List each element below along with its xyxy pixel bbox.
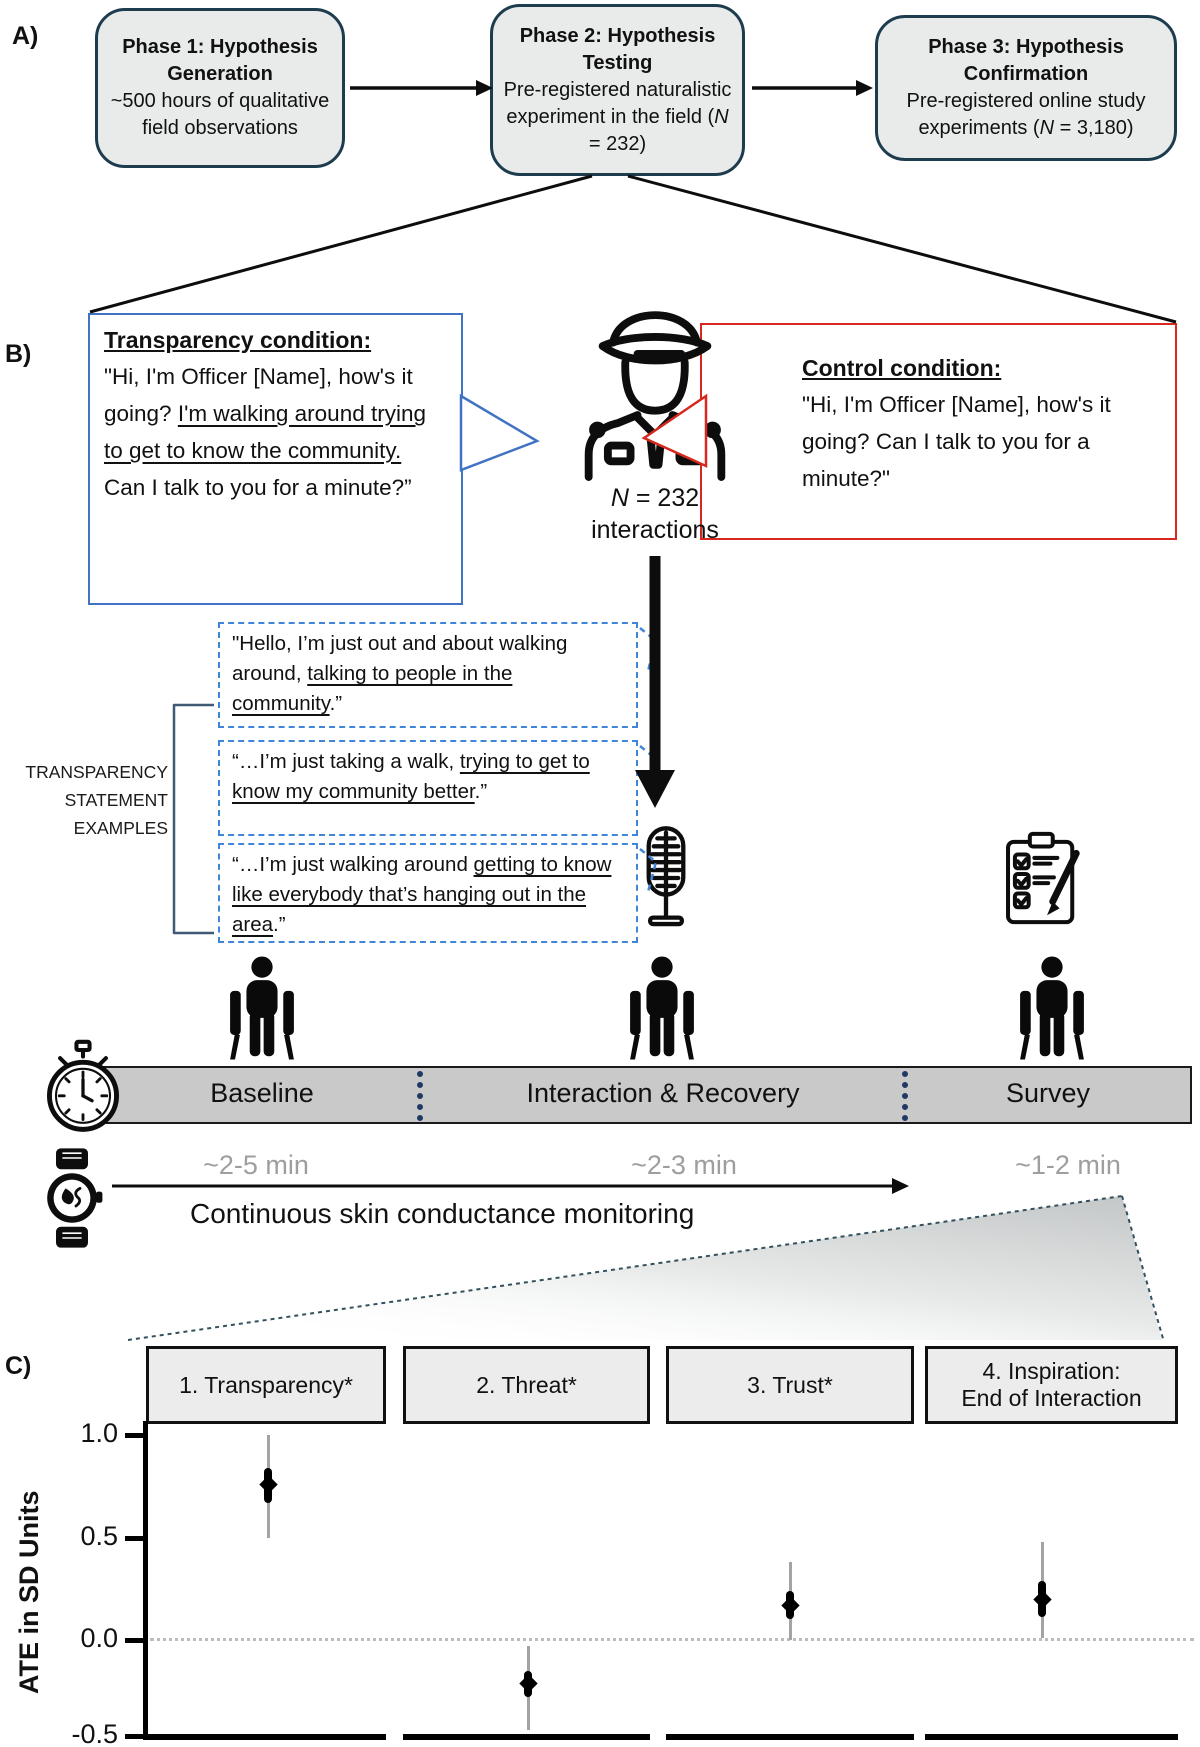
point-estimate — [258, 1474, 278, 1494]
panel-a-label: A) — [12, 22, 39, 50]
phase2-n: N — [714, 105, 729, 128]
facet-header-threat: 2. Threat* — [403, 1346, 650, 1424]
y-axis-tick — [125, 1535, 144, 1541]
facet-header-inspiration: 4. Inspiration: End of Interaction — [925, 1346, 1178, 1424]
panel-b-label: B) — [5, 340, 32, 368]
facet-header-trust: 3. Trust* — [666, 1346, 914, 1424]
control-condition-box: Control condition: "Hi, I'm Officer [Nam… — [700, 323, 1177, 540]
example3-pre: “…I’m just walking around — [232, 853, 474, 876]
phase1-title: Phase 1: Hypothesis Generation — [122, 36, 318, 85]
interaction-duration: ~2-3 min — [631, 1150, 737, 1180]
survey-duration: ~1-2 min — [1015, 1150, 1121, 1180]
timeline-segment-survey: Survey — [1005, 1078, 1091, 1108]
survey-clipboard-icon — [1000, 820, 1086, 936]
transparency-condition-quote: "Hi, I'm Officer [Name], how's it going?… — [104, 358, 447, 506]
y-tick-label: 1.0 — [80, 1418, 118, 1448]
seated-person-icon — [217, 952, 307, 1064]
x-axis-segment — [666, 1734, 914, 1740]
phase2-body-pre: Pre-registered naturalistic experiment i… — [503, 78, 732, 128]
phase3-body: Pre-registered online study experiments … — [888, 88, 1164, 142]
skin-conductance-watch-icon — [40, 1148, 104, 1248]
phase3-body-pre: Pre-registered online study experiments … — [906, 90, 1146, 139]
point-estimate — [780, 1595, 800, 1615]
example1-pre: "Hello, I’m just out and about walking a… — [232, 632, 568, 685]
timeline-separator — [417, 1071, 423, 1121]
stopwatch-icon — [38, 1038, 128, 1134]
transparency-condition-title: Transparency condition: — [104, 327, 372, 353]
y-axis-tick — [125, 1734, 144, 1739]
example2-post: .” — [474, 780, 488, 803]
zero-reference-line — [150, 1638, 1194, 1641]
control-condition-title: Control condition: — [802, 355, 1002, 381]
quote-post: Can I talk to you for a minute?” — [104, 475, 412, 500]
n-italic: N — [610, 484, 629, 512]
seated-person-icon — [1007, 952, 1097, 1064]
example3-underline: getting to know like everybody that’s ha… — [232, 853, 612, 936]
point-estimate — [1032, 1589, 1052, 1609]
phase1-body: ~500 hours of qualitative field observat… — [110, 90, 330, 139]
phase2-body: Pre-registered naturalistic experiment i… — [503, 77, 732, 158]
facet-header-transparency: 1. Transparency* — [146, 1346, 386, 1424]
example-quote-box-1: "Hello, I’m just out and about walking a… — [218, 622, 638, 728]
example3-post: .” — [273, 913, 286, 936]
example2-underline: trying to get to know my community bette… — [232, 750, 590, 803]
example-quote-box-3: “…I’m just walking around getting to kno… — [218, 843, 638, 943]
example1-underline: talking to people in the community — [232, 662, 513, 715]
phase3-title: Phase 3: Hypothesis Confirmation — [928, 36, 1124, 85]
x-axis-segment — [403, 1734, 650, 1740]
y-axis-spine — [143, 1421, 148, 1740]
point-estimate — [518, 1673, 538, 1693]
officer-caption-n: N = 232 — [545, 482, 765, 514]
y-tick-label: 0.0 — [80, 1623, 118, 1653]
timeline-separator — [902, 1071, 908, 1121]
timeline-segment-interaction: Interaction & Recovery — [526, 1078, 800, 1108]
x-axis-segment — [146, 1734, 386, 1740]
transparency-condition-box: Transparency condition: "Hi, I'm Officer… — [88, 313, 463, 605]
quote-underline: I'm walking around trying to get to know… — [104, 401, 426, 463]
y-axis-tick — [125, 1433, 144, 1438]
phase1-box: Phase 1: Hypothesis Generation ~500 hour… — [95, 8, 345, 168]
officer-caption-line2: interactions — [591, 516, 719, 544]
quote-pre: "Hi, I'm Officer [Name], how's it going? — [104, 364, 413, 426]
phase2-body-post: = 232) — [588, 132, 647, 155]
baseline-duration: ~2-5 min — [203, 1150, 309, 1180]
n-value: = 232 — [628, 484, 700, 512]
y-tick-label: -0.5 — [71, 1719, 118, 1747]
phase3-box: Phase 3: Hypothesis Confirmation Pre-reg… — [875, 15, 1177, 161]
phase2-box: Phase 2: Hypothesis Testing Pre-register… — [490, 4, 745, 176]
phase3-n: N — [1039, 117, 1055, 139]
officer-caption: N = 232 interactions — [545, 482, 765, 546]
example-quote-box-2: “…I’m just taking a walk, trying to get … — [218, 740, 638, 836]
example1-post: .” — [329, 692, 343, 715]
microphone-icon — [630, 822, 702, 934]
control-condition-quote: "Hi, I'm Officer [Name], how's it going?… — [802, 392, 1111, 491]
timeline-segment-baseline: Baseline — [210, 1078, 314, 1108]
seated-person-icon — [617, 952, 707, 1064]
phase3-body-post: = 3,180) — [1054, 117, 1134, 139]
transparency-examples-label: TRANSPARENCY STATEMENT EXAMPLES — [25, 762, 168, 838]
example2-pre: “…I’m just taking a walk, — [232, 750, 460, 773]
x-axis-segment — [925, 1734, 1178, 1740]
panel-c-label: C) — [5, 1352, 32, 1380]
phase2-title: Phase 2: Hypothesis Testing — [519, 24, 716, 74]
y-axis-tick — [125, 1638, 144, 1643]
y-tick-label: 0.5 — [80, 1520, 118, 1551]
